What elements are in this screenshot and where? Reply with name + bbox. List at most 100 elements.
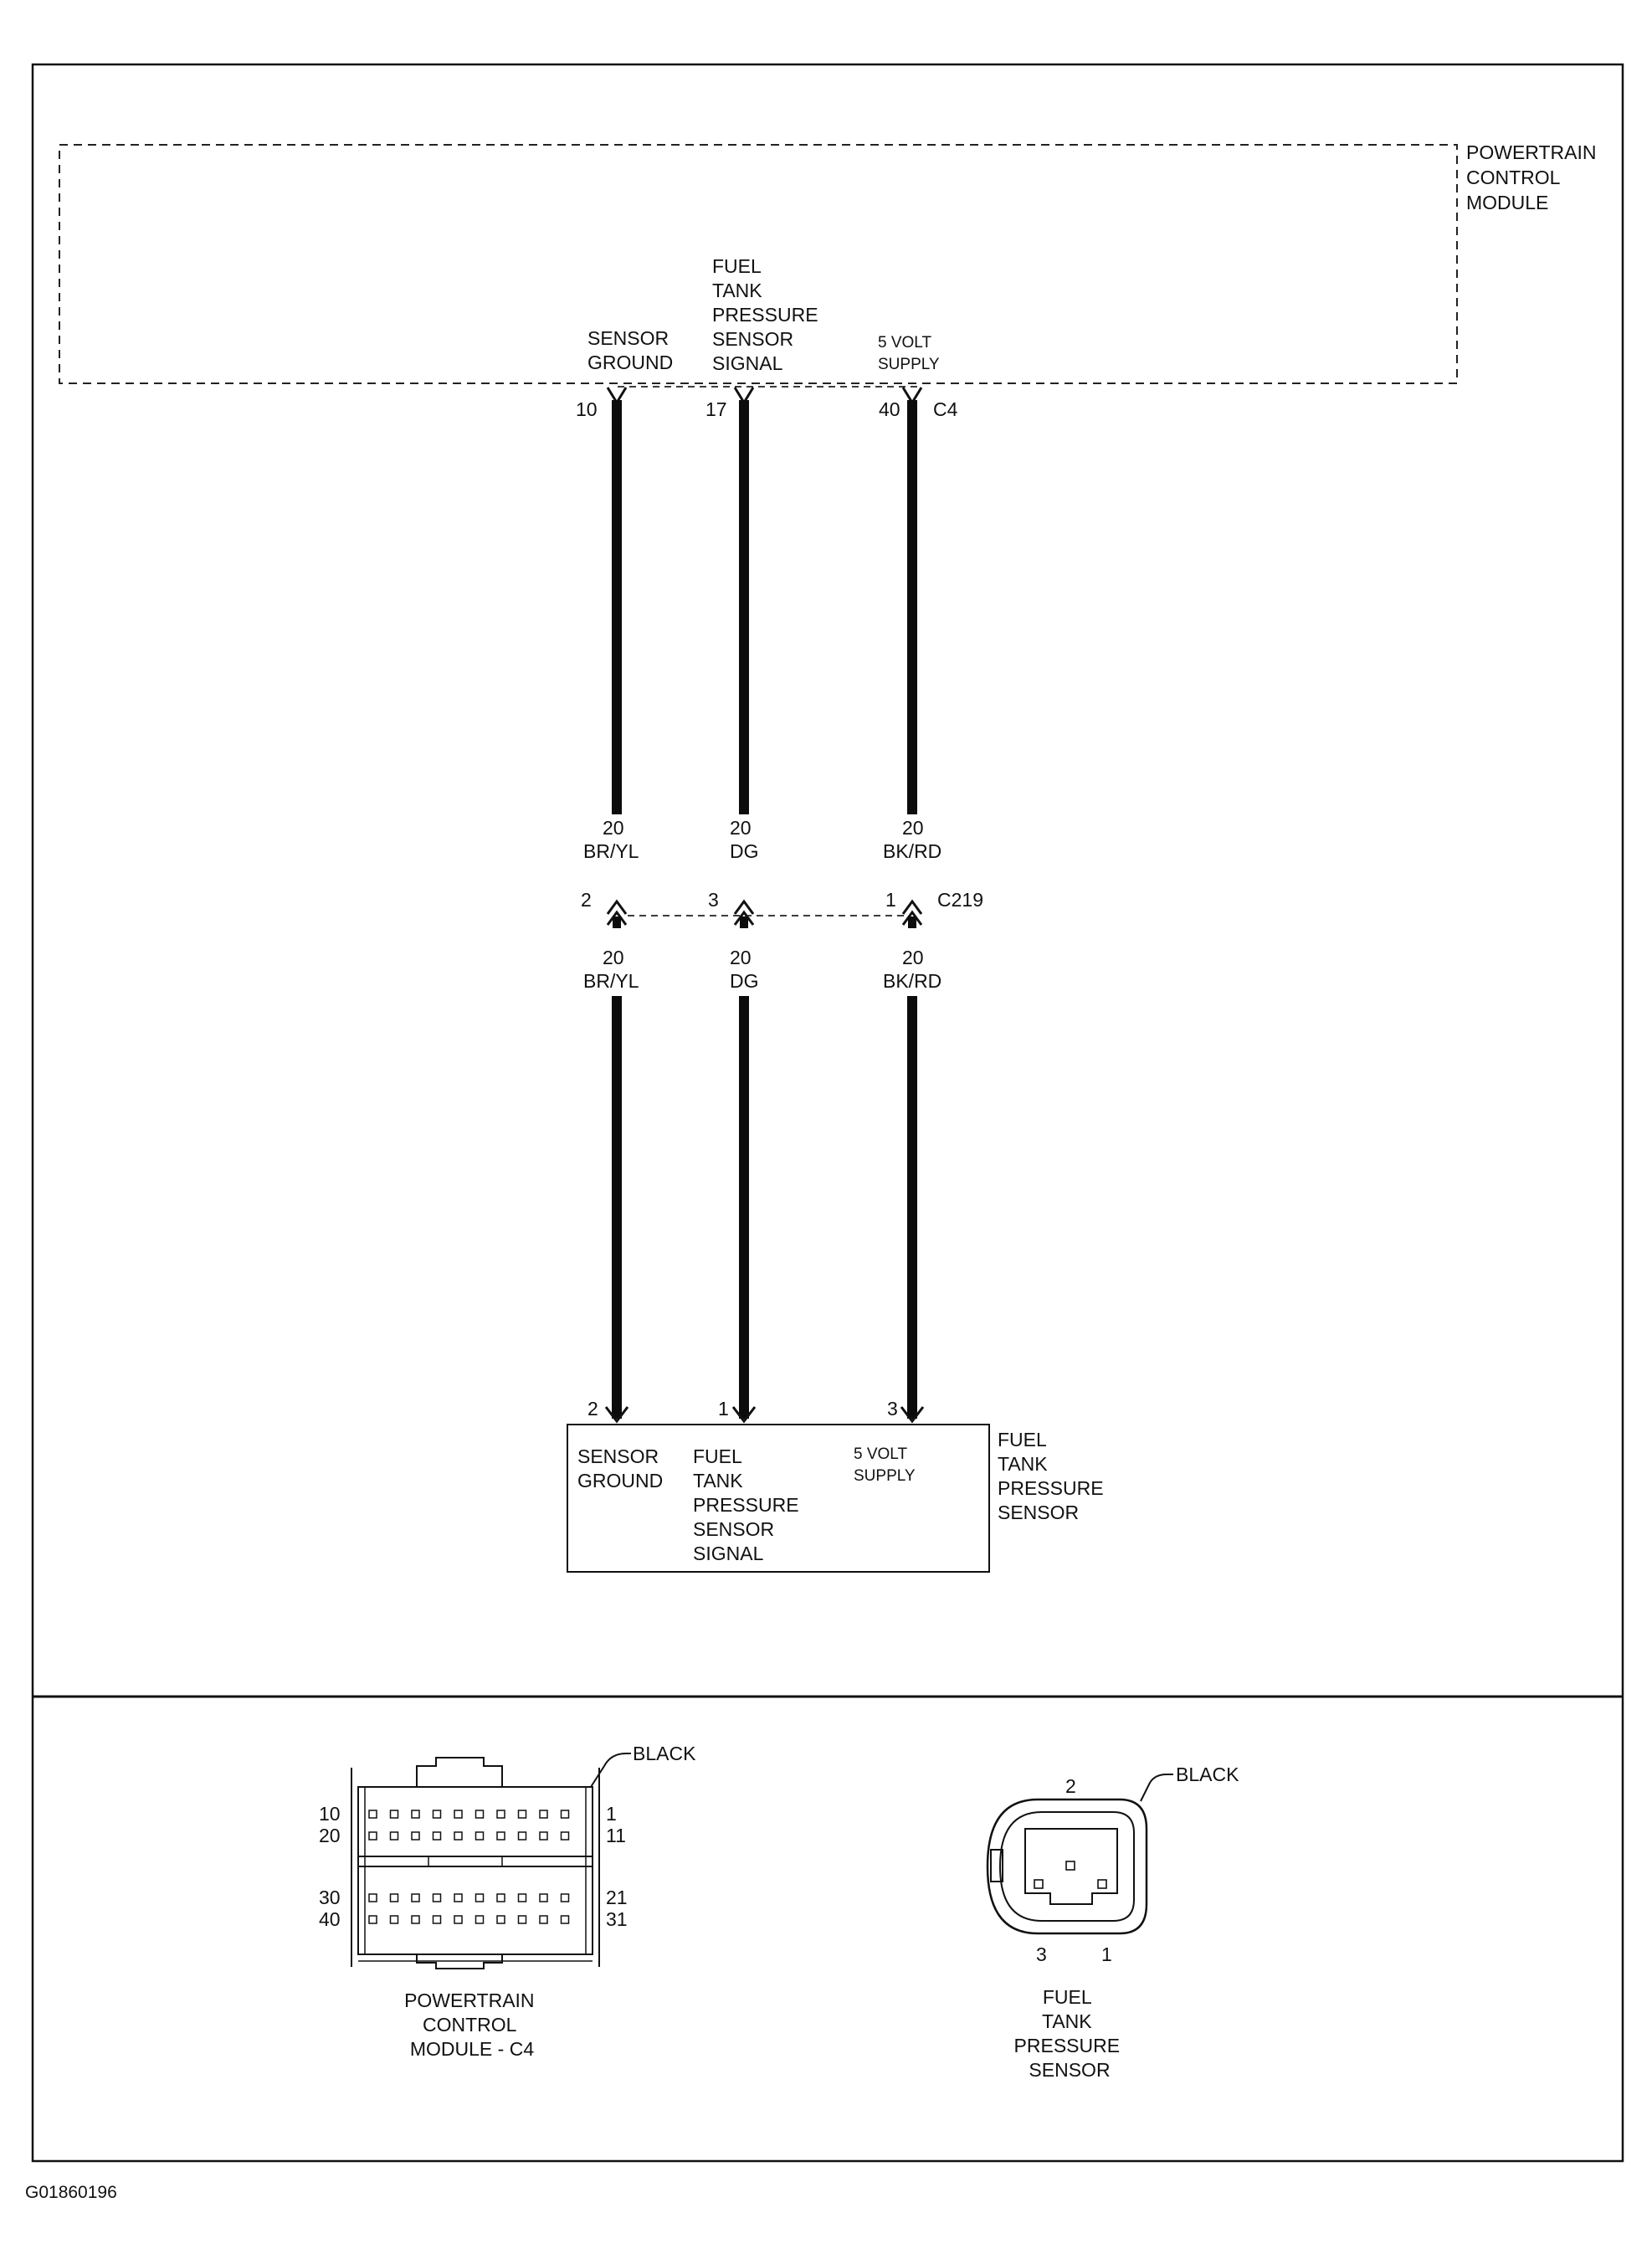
sensor-terminal-1 (731, 1406, 757, 1424)
sensor-terminal-3 (900, 1406, 925, 1424)
pcm-c4-cavity (560, 1893, 570, 1902)
pcm-c4-cavity (368, 1831, 377, 1841)
diagram-frame (31, 63, 1624, 2163)
figure-id: G01860196 (25, 2183, 117, 2202)
pcm-c4-cavity (539, 1893, 548, 1902)
pcm-c4-cavity (389, 1915, 399, 1924)
pcm-c4-cavity (517, 1893, 527, 1902)
pcm-c4-row1-left: 10 (319, 1803, 341, 1825)
wire-bk-rd-color-upper: BK/RD (883, 840, 941, 862)
sensor-connector-view: 2 3 1 BLACK FUEL TANK PRESSURE SENSOR (986, 1764, 1239, 2081)
c219-pin-2-number: 2 (581, 889, 592, 911)
pcm-c4-cavity (560, 1831, 570, 1841)
wire-br-yl-gauge-lower: 20 (603, 947, 624, 968)
pcm-c4-color-label: BLACK (633, 1743, 696, 1764)
wire-dg-upper (739, 400, 749, 814)
c219-terminal-2-bottom (606, 910, 628, 926)
sensor-pin-1-number: 1 (718, 1398, 729, 1420)
wire-bk-rd-gauge-upper: 20 (902, 817, 924, 839)
sensor-connector-inner (998, 1811, 1135, 1922)
pcm-c4-bottom-latch (416, 1954, 503, 1969)
pcm-c4-cavity (432, 1915, 442, 1924)
pcm-c4-row1-right: 1 (606, 1803, 617, 1825)
sensor-connector-outer (986, 1798, 1148, 1935)
pcm-connector-id: C4 (933, 398, 958, 420)
c219-terminal-2-top (606, 899, 628, 915)
sensor-pin-1-label: FUEL TANK PRESSURE SENSOR SIGNAL (693, 1445, 804, 1564)
pcm-pin-17-label: FUEL TANK PRESSURE SENSOR SIGNAL (712, 255, 823, 374)
wire-dg-lower (739, 996, 749, 1419)
powertrain-control-module: POWERTRAIN CONTROL MODULE SENSOR GROUND … (59, 141, 1602, 420)
pcm-c4-cavity (368, 1810, 377, 1819)
pcm-c4-cavity (539, 1810, 548, 1819)
c219-connector-id: C219 (937, 889, 983, 911)
pcm-c4-cavity (411, 1831, 420, 1841)
pcm-name: POWERTRAIN CONTROL MODULE (1466, 141, 1602, 213)
pcm-c4-cavity (411, 1810, 420, 1819)
pcm-c4-cavity (475, 1915, 485, 1924)
pcm-c4-top-latch (416, 1757, 503, 1787)
c219-pin-1-number: 1 (885, 889, 896, 911)
pcm-boundary (59, 144, 1458, 384)
pcm-c4-cavity (454, 1915, 463, 1924)
pcm-c4-cavity (496, 1810, 505, 1819)
wire-br-yl: 20 BR/YL 20 BR/YL (583, 387, 639, 1424)
wire-bk-rd: 20 BK/RD 20 BK/RD (883, 387, 941, 1424)
pcm-c4-cavity (560, 1915, 570, 1924)
pcm-c4-cavity (560, 1810, 570, 1819)
sensor-cavity-2 (1065, 1861, 1075, 1871)
wire-br-yl-upper (612, 400, 622, 814)
c219-pin-1-body (908, 916, 916, 928)
pcm-c4-cavity (432, 1831, 442, 1841)
sensor-connector-latch (990, 1849, 1003, 1882)
pcm-c4-cavity (475, 1831, 485, 1841)
pcm-pin-10-label: SENSOR GROUND (587, 327, 675, 373)
wire-bk-rd-lower (907, 996, 917, 1419)
sensor-pin-3-number: 3 (887, 1398, 898, 1420)
pcm-c4-cavities (368, 1810, 570, 1924)
pcm-c4-row4-right: 31 (606, 1908, 628, 1930)
pcm-c4-cavity (454, 1893, 463, 1902)
pcm-c4-row2-right: 11 (606, 1825, 626, 1846)
pcm-c4-cavity (496, 1915, 505, 1924)
c219-terminal-3-top (733, 899, 755, 915)
sensor-pin-2-label: SENSOR GROUND (577, 1445, 664, 1491)
sensor-view-pin-1: 1 (1101, 1943, 1112, 1965)
pcm-pin-17-number: 17 (705, 398, 727, 420)
pcm-name-line-2: CONTROL (1466, 167, 1561, 188)
sensor-connector-keyway (1024, 1828, 1118, 1905)
pcm-c4-cavity (432, 1810, 442, 1819)
wire-dg-color-lower: DG (730, 970, 759, 992)
pcm-c4-cavity (454, 1810, 463, 1819)
pcm-c4-cavity (496, 1893, 505, 1902)
pcm-c4-cavity (496, 1831, 505, 1841)
wire-bk-rd-gauge-lower: 20 (902, 947, 924, 968)
inline-connector-c219: 2 3 1 C219 (581, 889, 983, 916)
pcm-c4-cavity (475, 1893, 485, 1902)
wire-br-yl-color-upper: BR/YL (583, 840, 639, 862)
sensor-name: FUEL TANK PRESSURE SENSOR (998, 1429, 1109, 1523)
sensor-color-leader (1140, 1774, 1173, 1802)
pcm-c4-row3-right: 21 (606, 1887, 628, 1908)
sensor-view-pin-2: 2 (1065, 1775, 1076, 1797)
pcm-c4-cavity (475, 1810, 485, 1819)
pcm-c4-connector-view: 10 20 30 40 1 11 21 31 BLACK POWERTRAIN … (319, 1743, 696, 2060)
pcm-c4-cavity (389, 1893, 399, 1902)
pcm-c4-cavity (539, 1915, 548, 1924)
pcm-c4-cavity (411, 1915, 420, 1924)
wire-br-yl-lower (612, 996, 622, 1419)
sensor-color-label: BLACK (1176, 1764, 1239, 1785)
sensor-cavity-3 (1034, 1879, 1044, 1889)
c219-pin-3-body (740, 916, 748, 928)
pcm-c4-cavity (432, 1893, 442, 1902)
sensor-cavity-1 (1097, 1879, 1107, 1889)
wire-br-yl-gauge-upper: 20 (603, 817, 624, 839)
c219-pin-2-body (613, 916, 621, 928)
sensor-terminal-2 (604, 1406, 629, 1424)
sensor-pin-2-number: 2 (587, 1398, 598, 1420)
pcm-c4-caption: POWERTRAIN CONTROL MODULE - C4 (404, 1989, 540, 2060)
wire-dg-gauge-lower: 20 (730, 947, 752, 968)
wire-dg-gauge-upper: 20 (730, 817, 752, 839)
wire-dg-color-upper: DG (730, 840, 759, 862)
pcm-c4-cavity (539, 1831, 548, 1841)
